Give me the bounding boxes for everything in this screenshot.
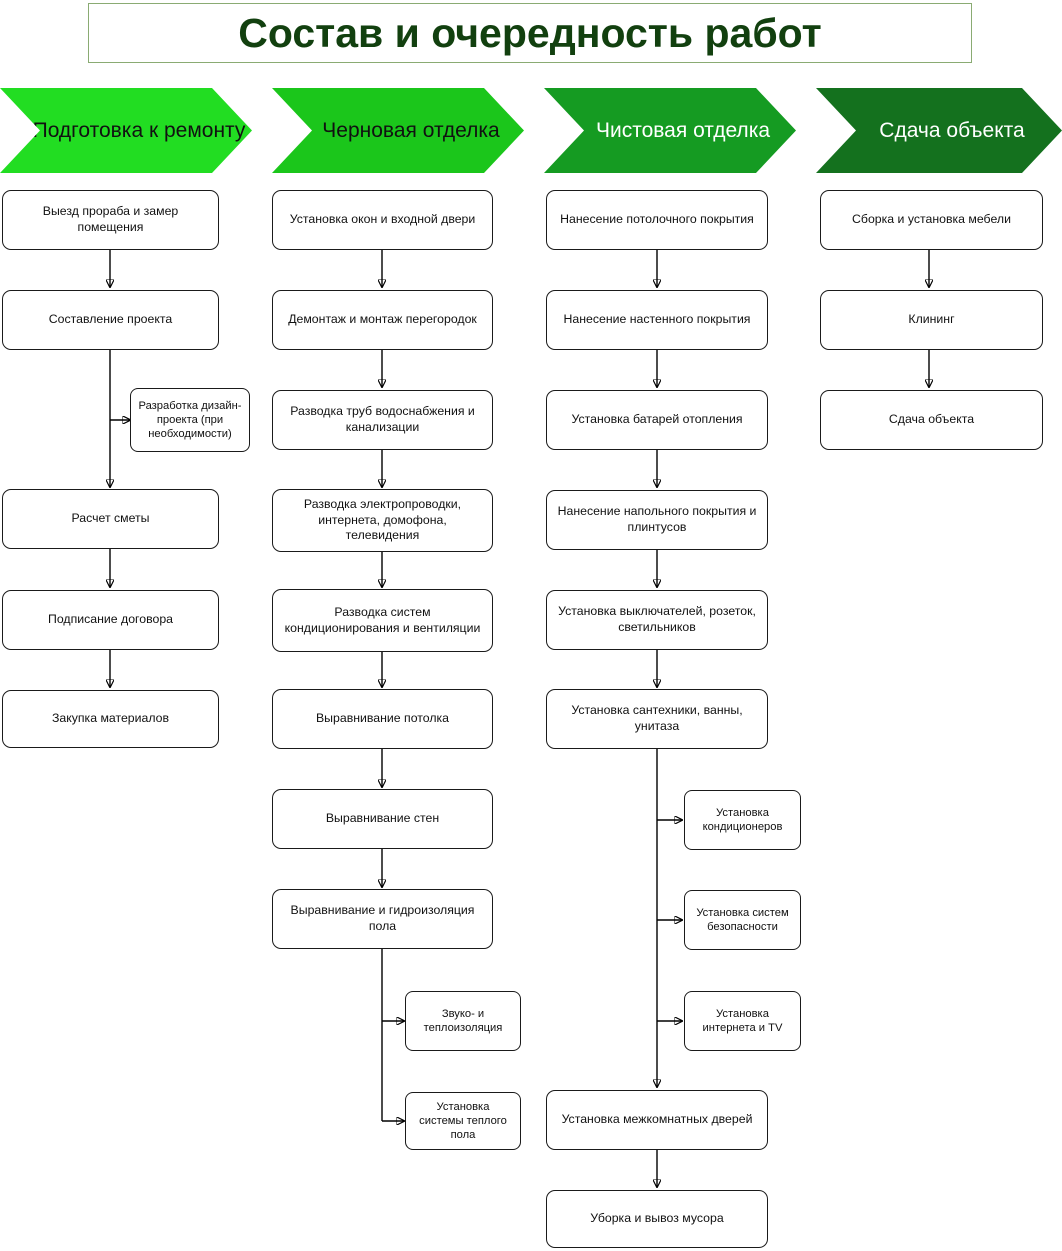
node-label: Закупка материалов [51, 711, 170, 726]
node-label: Разводка труб водоснабжения и канализаци… [290, 404, 475, 434]
node-rough-branch-warm-floor[interactable]: Установка системы теплого пола [405, 1092, 521, 1150]
node-label: Разводка систем кондиционирования и вент… [284, 604, 481, 635]
node-handover-2[interactable]: Клининг [820, 290, 1043, 350]
stage-banner-label: Чистовая отделка [595, 118, 771, 142]
node-label: Подписание договора [48, 612, 173, 627]
node-label: Сборка и установка мебели [852, 212, 1011, 227]
node-label: Установка окон и входной двери [289, 212, 476, 227]
stage-banner-rough-finishing[interactable]: Черновая отделка [272, 88, 524, 173]
node-label: Уборка и вывоз мусора [590, 1211, 724, 1226]
stage-banner-fine-finishing[interactable]: Чистовая отделка [544, 88, 796, 173]
node-rough-4[interactable]: Разводка электропроводки, интернета, дом… [272, 489, 493, 552]
node-label: Установка батарей отопления [571, 412, 743, 427]
node-label: Сдача объекта [888, 412, 975, 427]
node-fine-branch-air-conditioners[interactable]: Установка кондиционеров [684, 790, 801, 850]
node-fine-5[interactable]: Установка выключателей, розеток, светиль… [546, 590, 768, 650]
node-label: Установка кондиционеров [702, 806, 783, 833]
stage-banner-handover[interactable]: Сдача объекта [816, 88, 1062, 173]
node-label: Установка интернета и TV [702, 1007, 783, 1034]
node-preparation-4[interactable]: Подписание договора [2, 590, 219, 650]
page-title: Состав и очередность работ [238, 9, 822, 56]
node-preparation-2[interactable]: Составление проекта [2, 290, 219, 350]
node-label: Разводка электропроводки, интернета, дом… [303, 496, 462, 543]
node-fine-6[interactable]: Установка сантехники, ванны, унитаза [546, 689, 768, 749]
node-label: Выезд прораба и замер помещения [42, 204, 179, 234]
node-fine-1[interactable]: Нанесение потолочного покрытия [546, 190, 768, 250]
node-rough-3[interactable]: Разводка труб водоснабжения и канализаци… [272, 390, 493, 450]
node-handover-1[interactable]: Сборка и установка мебели [820, 190, 1043, 250]
node-label: Расчет сметы [71, 511, 150, 526]
node-label: Нанесение потолочного покрытия [560, 212, 754, 227]
node-label: Звуко- и теплоизоляция [423, 1007, 503, 1034]
node-rough-6[interactable]: Выравнивание потолка [272, 689, 493, 749]
node-label: Демонтаж и монтаж перегородок [288, 312, 477, 327]
node-preparation-branch-design[interactable]: Разработка дизайн-проекта (при необходим… [130, 388, 250, 452]
node-rough-8[interactable]: Выравнивание и гидроизоляция пола [272, 889, 493, 949]
stage-banner-label: Сдача объекта [879, 118, 1025, 142]
node-label: Установка систем безопасности [696, 906, 789, 933]
node-fine-2[interactable]: Нанесение настенного покрытия [546, 290, 768, 350]
node-rough-1[interactable]: Установка окон и входной двери [272, 190, 493, 250]
node-label: Выравнивание и гидроизоляция пола [290, 903, 475, 933]
node-rough-2[interactable]: Демонтаж и монтаж перегородок [272, 290, 493, 350]
node-handover-3[interactable]: Сдача объекта [820, 390, 1043, 450]
node-fine-7[interactable]: Установка межкомнатных дверей [546, 1090, 768, 1150]
node-label: Разработка дизайн-проекта (при необходим… [138, 399, 242, 441]
node-fine-3[interactable]: Установка батарей отопления [546, 390, 768, 450]
node-preparation-3[interactable]: Расчет сметы [2, 489, 219, 549]
title-frame [88, 3, 972, 63]
node-label: Нанесение напольного покрытия и плинтусо… [557, 504, 757, 534]
node-rough-7[interactable]: Выравнивание стен [272, 789, 493, 849]
node-label: Установка системы теплого пола [419, 1100, 507, 1142]
node-rough-branch-insulation[interactable]: Звуко- и теплоизоляция [405, 991, 521, 1051]
node-label: Нанесение настенного покрытия [563, 312, 751, 327]
node-rough-5[interactable]: Разводка систем кондиционирования и вент… [272, 589, 493, 652]
node-label: Клининг [908, 312, 955, 327]
stage-banner-label: Черновая отделка [322, 118, 500, 142]
node-preparation-1[interactable]: Выезд прораба и замер помещения [2, 190, 219, 250]
node-fine-8[interactable]: Уборка и вывоз мусора [546, 1190, 768, 1248]
stage-banner-label: Подготовка к ремонту [32, 118, 246, 142]
node-fine-branch-security[interactable]: Установка систем безопасности [684, 890, 801, 950]
node-label: Составление проекта [48, 312, 173, 327]
node-fine-branch-internet-tv[interactable]: Установка интернета и TV [684, 991, 801, 1051]
node-label: Выравнивание потолка [315, 711, 449, 726]
stage-banner-preparation[interactable]: Подготовка к ремонту [0, 88, 252, 173]
node-fine-4[interactable]: Нанесение напольного покрытия и плинтусо… [546, 490, 768, 550]
node-label: Установка межкомнатных дверей [561, 1112, 753, 1127]
node-label: Выравнивание стен [325, 811, 440, 826]
node-label: Установка выключателей, розеток, светиль… [558, 604, 756, 634]
node-label: Установка сантехники, ванны, унитаза [571, 703, 743, 733]
node-preparation-5[interactable]: Закупка материалов [2, 690, 219, 748]
